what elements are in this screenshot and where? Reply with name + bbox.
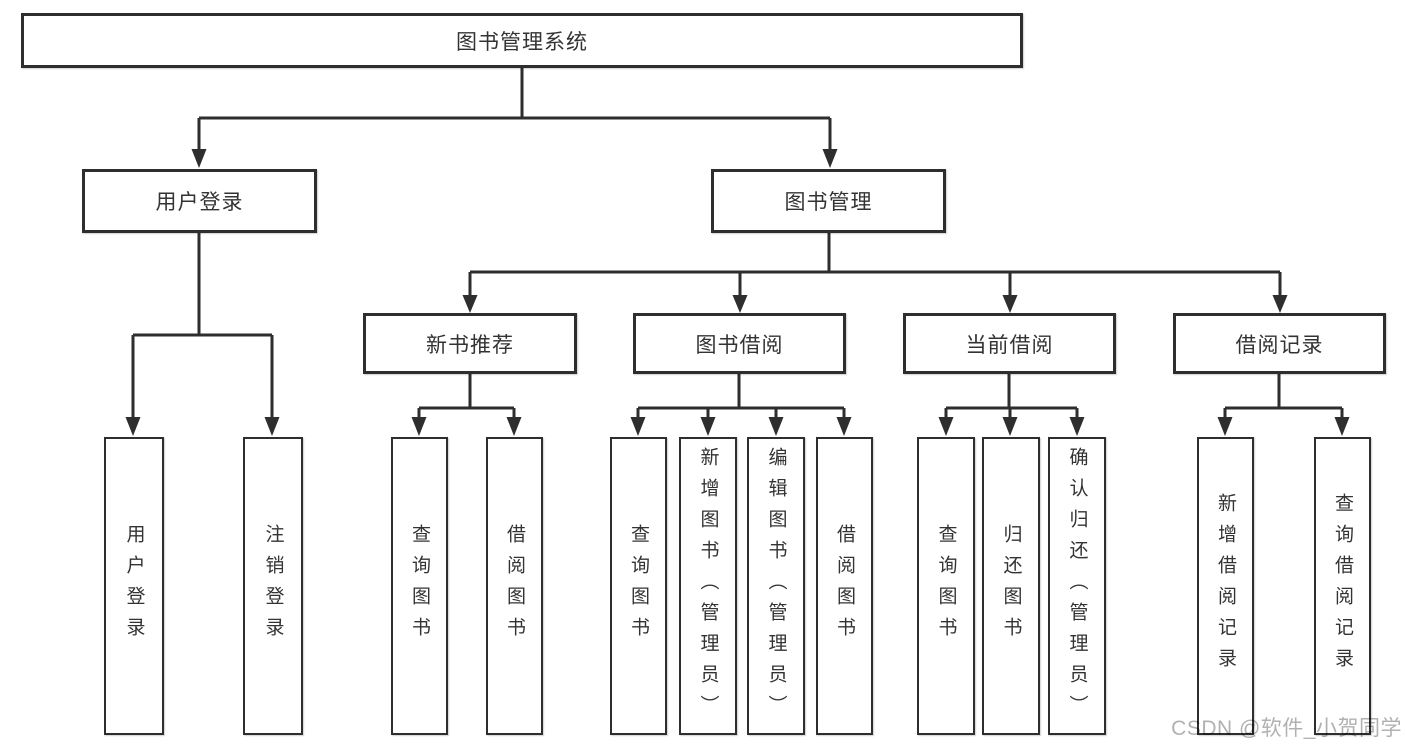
node-label: 图书借阅 [695, 333, 784, 357]
node-new-book-recommendation: 新书推荐 [363, 313, 577, 374]
node-label: 借阅记录 [1235, 333, 1324, 357]
leaf-label: 新增图书（管理员） [697, 446, 719, 726]
leaf-current-return-books: 归还图书 [982, 437, 1040, 735]
leaf-label: 归还图书 [1000, 524, 1022, 648]
leaf-record-add-record: 新增借阅记录 [1197, 437, 1254, 735]
arrowhead-icon [1334, 417, 1350, 436]
arrowhead-icon [1217, 417, 1233, 436]
connector-book-mgmt-to-level3 [462, 233, 1288, 313]
node-label: 图书管理 [784, 191, 873, 214]
leaf-label: 新增借阅记录 [1215, 493, 1236, 679]
node-book-borrowing: 图书借阅 [633, 313, 846, 374]
arrowhead-icon [822, 149, 838, 168]
leaf-current-query-books: 查询图书 [917, 437, 975, 735]
node-book-management: 图书管理 [711, 169, 946, 233]
leaf-label: 借阅图书 [504, 524, 525, 648]
node-root-system: 图书管理系统 [21, 13, 1023, 68]
arrowhead-icon [191, 149, 207, 168]
arrowhead-icon [1272, 295, 1288, 313]
leaf-user-login: 用户登录 [104, 437, 164, 735]
leaf-label: 用户登录 [123, 524, 145, 648]
arrowhead-icon [630, 417, 646, 436]
leaf-record-query-record: 查询借阅记录 [1314, 437, 1371, 735]
csdn-watermark: CSDN @软件_小贺同学 [1171, 717, 1402, 740]
leaf-current-confirm-return-admin: 确认归还（管理员） [1048, 437, 1106, 735]
node-current-borrowing: 当前借阅 [903, 313, 1116, 374]
node-label: 当前借阅 [965, 333, 1054, 357]
arrowhead-icon [836, 417, 852, 436]
arrowhead-icon [1002, 417, 1018, 436]
leaf-borrow-add-books-admin: 新增图书（管理员） [679, 437, 737, 735]
node-borrowing-records: 借阅记录 [1173, 313, 1386, 374]
leaf-logout: 注销登录 [243, 437, 303, 735]
leaf-borrow-edit-books-admin: 编辑图书（管理员） [747, 437, 805, 735]
leaf-label: 注销登录 [262, 524, 284, 648]
arrowhead-icon [938, 417, 954, 436]
leaf-rec-query-books: 查询图书 [391, 437, 448, 735]
connector-borrow-record-branch [1217, 374, 1350, 436]
arrowhead-icon [768, 417, 784, 436]
arrowhead-icon [732, 295, 748, 313]
node-user-login: 用户登录 [82, 169, 317, 233]
connector-user-login-branch [125, 233, 280, 436]
leaf-label: 确认归还（管理员） [1066, 446, 1088, 726]
node-label: 用户登录 [155, 191, 244, 214]
leaf-label: 查询图书 [409, 524, 430, 648]
arrowhead-icon [264, 417, 280, 436]
node-label: 图书管理系统 [456, 30, 588, 54]
leaf-label: 查询图书 [628, 524, 649, 648]
node-label: 新书推荐 [426, 333, 514, 357]
leaf-borrow-query-books: 查询图书 [610, 437, 667, 735]
arrowhead-icon [700, 417, 716, 436]
arrowhead-icon [1002, 295, 1018, 313]
leaf-label: 借阅图书 [834, 524, 855, 648]
arrowhead-icon [462, 295, 478, 313]
arrowhead-icon [1069, 417, 1085, 436]
connector-book-borrow-branch [630, 374, 852, 436]
connector-new-book-rec-branch [411, 374, 522, 436]
arrowhead-icon [411, 417, 427, 436]
leaf-label: 查询图书 [935, 524, 957, 648]
connector-root-to-level2 [191, 68, 838, 168]
leaf-label: 编辑图书（管理员） [765, 446, 787, 726]
connector-current-borrow-branch [938, 374, 1085, 436]
arrowhead-icon [125, 417, 141, 436]
leaf-label: 查询借阅记录 [1332, 493, 1353, 679]
arrowhead-icon [506, 417, 522, 436]
leaf-borrow-borrow-books: 借阅图书 [816, 437, 873, 735]
leaf-rec-borrow-books: 借阅图书 [486, 437, 543, 735]
